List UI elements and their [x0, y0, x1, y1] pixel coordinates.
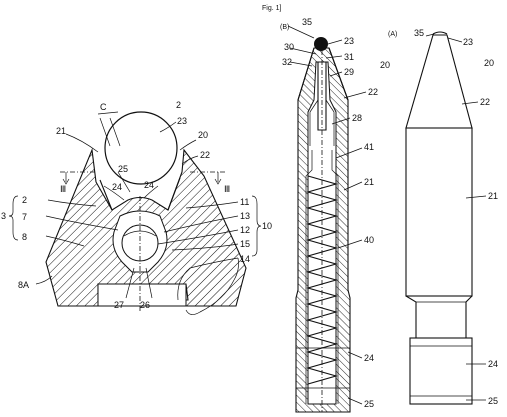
- label-8: 8: [22, 232, 27, 242]
- view-a-label-25: 25: [488, 396, 498, 406]
- view-b-label-32: 32: [282, 57, 292, 67]
- view-b-label-41: 41: [364, 142, 374, 152]
- view-a-label-21: 21: [488, 191, 498, 201]
- view-b-label-40: 40: [364, 235, 374, 245]
- view-b-section: (B) 35 23 30 31 32 29 20 22 28 41 21 40 …: [280, 17, 390, 413]
- ball: [104, 111, 178, 185]
- view-b-label-35: 35: [302, 17, 312, 27]
- view-a-tag: (A): [388, 31, 397, 38]
- label-21: 21: [56, 126, 66, 136]
- view-b-label-30: 30: [284, 42, 294, 52]
- label-7: 7: [22, 212, 27, 222]
- left-section-view: C 2 21 23 20 22 Ⅲ Ⅲ 25 24 24 2 3 7 8 8A …: [1, 100, 272, 315]
- view-a-label-24: 24: [488, 359, 498, 369]
- view-b-label-24: 24: [364, 353, 374, 363]
- view-a-label-22: 22: [480, 97, 490, 107]
- view-b-label-22: 22: [368, 87, 378, 97]
- label-23: 23: [177, 116, 187, 126]
- label-10: 10: [262, 221, 272, 231]
- label-8a: 8A: [18, 280, 29, 290]
- view-a-label-23: 23: [463, 37, 473, 47]
- view-b-label-20: 20: [380, 60, 390, 70]
- view-b-tag: (B): [280, 24, 289, 31]
- label-15: 15: [240, 239, 250, 249]
- label-3: 3: [1, 211, 6, 221]
- label-14: 14: [240, 254, 250, 264]
- view-b-ball: [314, 37, 328, 51]
- label-c: C: [100, 102, 107, 112]
- view-b-label-23: 23: [344, 36, 354, 46]
- label-25: 25: [118, 164, 128, 174]
- view-b-label-25: 25: [364, 399, 374, 409]
- label-24-right: 24: [144, 180, 154, 190]
- label-13: 13: [240, 211, 250, 221]
- figure-label: Fig. 1]: [262, 5, 282, 12]
- label-2-ball: 2: [176, 100, 181, 110]
- label-iii-right: Ⅲ: [224, 184, 230, 194]
- view-a-label-20: 20: [484, 58, 494, 68]
- view-a-exterior: (A) 35 23 20 22 21 24 25: [388, 28, 498, 406]
- view-b-spring: [305, 175, 339, 385]
- view-b-label-28: 28: [352, 113, 362, 123]
- label-27: 27: [114, 300, 124, 310]
- view-b-label-21: 21: [364, 177, 374, 187]
- label-iii-left: Ⅲ: [60, 184, 66, 194]
- view-b-label-31: 31: [344, 52, 354, 62]
- label-2-holder: 2: [22, 195, 27, 205]
- label-11: 11: [240, 197, 249, 207]
- view-b-label-29: 29: [344, 67, 354, 77]
- label-12: 12: [240, 225, 250, 235]
- view-a-label-35: 35: [414, 28, 424, 38]
- label-26: 26: [140, 300, 150, 310]
- label-20: 20: [198, 130, 208, 140]
- label-24-left: 24: [112, 182, 122, 192]
- label-22: 22: [200, 150, 210, 160]
